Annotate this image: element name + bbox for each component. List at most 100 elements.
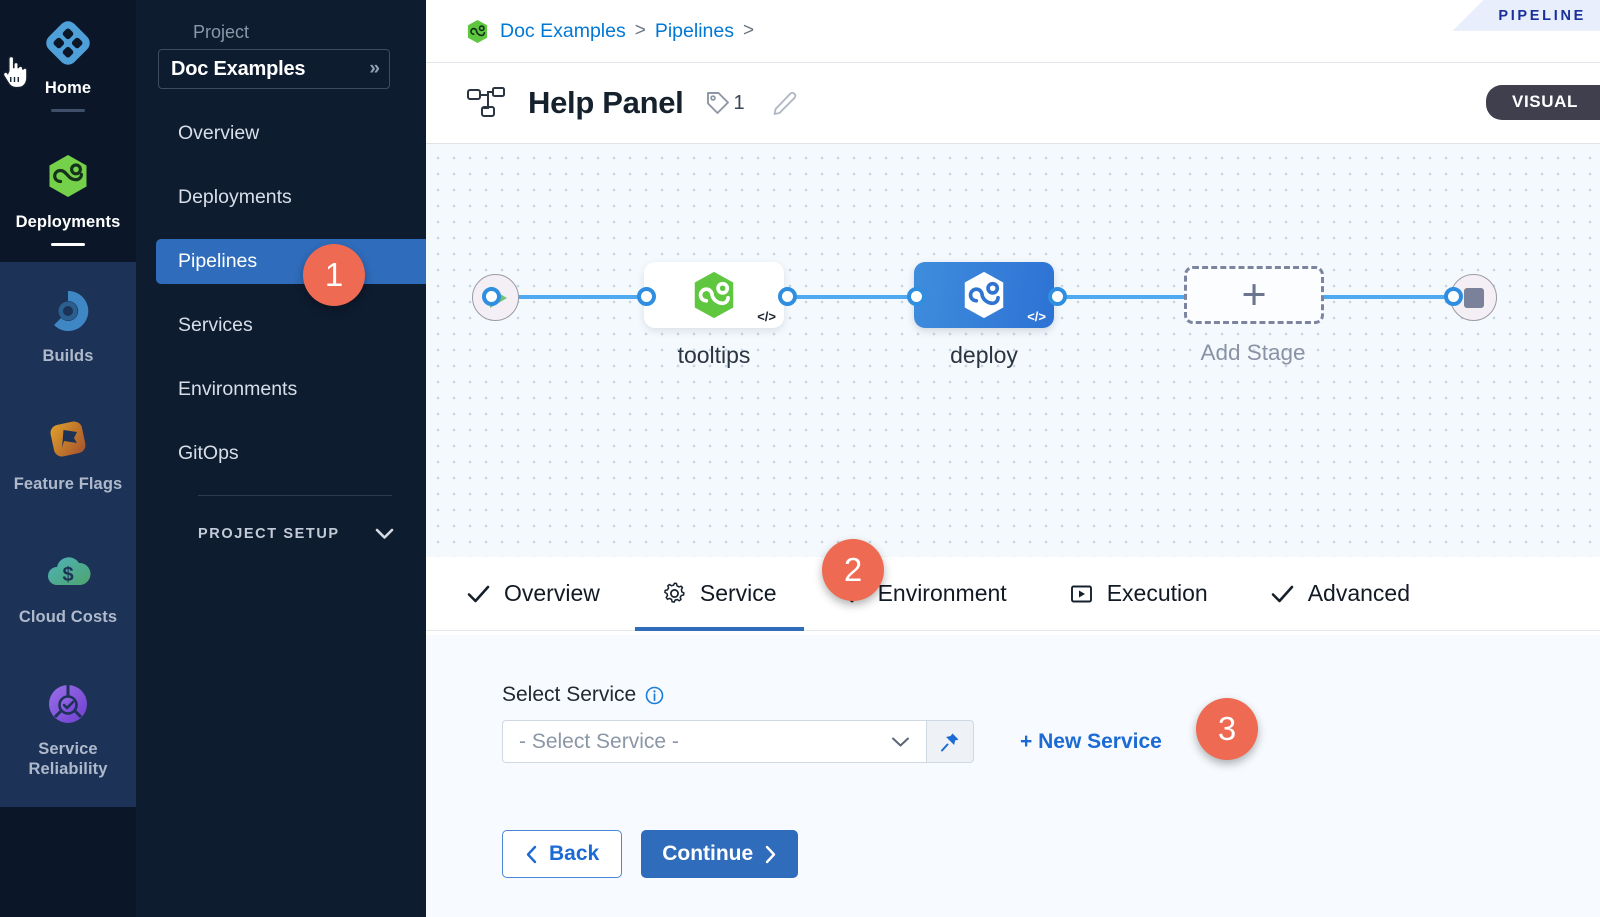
rail-item-service-reliability[interactable]: Service Reliability	[0, 652, 136, 807]
sidebar-project-setup[interactable]: PROJECT SETUP	[198, 526, 394, 542]
tag-badge[interactable]: 1	[704, 90, 745, 117]
rail-item-builds[interactable]: Builds	[0, 262, 136, 389]
breadcrumb-link-project[interactable]: Doc Examples	[500, 19, 626, 42]
tab-execution[interactable]: Execution	[1069, 557, 1208, 631]
continue-button[interactable]: Continue	[641, 830, 799, 878]
callout-badge-2: 2	[822, 539, 884, 601]
gear-icon	[664, 582, 685, 603]
stage-node-deploy[interactable]: </>	[914, 262, 1054, 328]
tab-label: Advanced	[1307, 580, 1411, 606]
page-header: Help Panel 1 VISUAL	[426, 62, 1600, 144]
tab-label: Execution	[1106, 580, 1208, 606]
rail-item-home[interactable]: Home	[0, 0, 136, 129]
pipeline-tab-label: PIPELINE	[1498, 7, 1586, 24]
chevron-down-icon	[892, 737, 909, 746]
tab-service[interactable]: Service	[634, 557, 804, 631]
add-stage-button[interactable]: +	[1184, 266, 1324, 324]
cloud-costs-icon: $	[48, 556, 91, 586]
pipeline-canvas[interactable]: </> tooltips </> deploy + Add Stage	[426, 144, 1600, 557]
breadcrumb-link-pipelines[interactable]: Pipelines	[654, 19, 734, 42]
breadcrumb: Doc Examples > Pipelines >	[426, 0, 1600, 62]
check-icon	[467, 585, 490, 602]
tab-label: Overview	[504, 580, 600, 606]
stage-code-badge: </>	[1027, 309, 1046, 324]
project-selector[interactable]: Doc Examples »	[158, 49, 390, 89]
back-button-label: Back	[549, 842, 600, 865]
sidebar-item-gitops[interactable]: GitOps	[136, 431, 426, 476]
sidebar-item-label: Overview	[178, 122, 260, 144]
harness-hexagon-white-icon	[964, 271, 1004, 319]
builds-icon	[54, 291, 89, 332]
sidebar-item-label: Services	[178, 314, 253, 336]
callout-badge-1: 1	[303, 244, 365, 306]
harness-hexagon-icon	[467, 19, 488, 43]
service-reliability-icon	[49, 684, 87, 723]
rail-active-underline	[51, 109, 85, 113]
svg-text:$: $	[62, 564, 73, 586]
wire-deploy-to-addstage	[1041, 295, 1196, 299]
tab-overview[interactable]: Overview	[466, 557, 600, 631]
rail-item-label: Cloud Costs	[18, 607, 118, 626]
add-stage-label: Add Stage	[1200, 340, 1306, 365]
main-content: Doc Examples > Pipelines > PIPELINE Help…	[426, 0, 1600, 917]
chevron-down-icon	[375, 528, 394, 539]
sidebar-item-environments[interactable]: Environments	[136, 367, 426, 412]
rail-item-label: Service Reliability	[28, 739, 108, 778]
sidebar-item-pipelines[interactable]: Pipelines	[156, 239, 426, 284]
page-title: Help Panel	[528, 85, 684, 120]
stage-label-deploy: deploy	[950, 342, 1018, 368]
pipeline-nodes-icon	[467, 87, 505, 117]
project-label: Project	[193, 22, 250, 42]
new-service-link[interactable]: + New Service	[1020, 729, 1162, 753]
sidebar-item-label: GitOps	[178, 442, 239, 464]
home-diamond-icon	[46, 21, 90, 65]
tab-label: Service	[699, 580, 777, 606]
rail-active-underline	[51, 243, 85, 247]
info-icon[interactable]	[645, 686, 664, 705]
harness-hexagon-green-icon	[694, 271, 734, 319]
rail-item-cloud-costs[interactable]: $ Cloud Costs	[0, 518, 136, 653]
pin-service-button[interactable]	[927, 720, 974, 763]
chevron-left-icon	[526, 845, 537, 863]
callout-number: 3	[1217, 710, 1237, 747]
rail-item-label: Home	[44, 79, 92, 97]
module-rail: Home Deployments Builds	[0, 0, 136, 917]
start-output-port[interactable]	[482, 287, 501, 306]
check-icon	[1271, 585, 1294, 602]
back-button[interactable]: Back	[502, 830, 623, 878]
sidebar-item-label: Environments	[178, 378, 298, 400]
service-dropdown-value: - Select Service -	[519, 729, 679, 753]
rail-item-feature-flags[interactable]: Feature Flags	[0, 388, 136, 519]
service-form: Select Service - Select Service -	[426, 635, 1600, 917]
sidebar-item-deployments[interactable]: Deployments	[136, 175, 426, 220]
stage-code-badge: </>	[757, 309, 776, 324]
deployments-infinity-icon	[49, 155, 87, 198]
sidebar-item-overview[interactable]: Overview	[136, 111, 426, 156]
pencil-icon[interactable]	[771, 90, 798, 117]
deploy-input-port[interactable]	[907, 287, 926, 306]
wire-start-to-tooltips	[500, 295, 690, 299]
select-service-label: Select Service	[502, 683, 637, 706]
rail-item-label: Feature Flags	[13, 475, 123, 494]
stage-node-tooltips[interactable]: </>	[644, 262, 784, 328]
rail-item-label: Builds	[42, 347, 94, 366]
service-dropdown[interactable]: - Select Service -	[502, 720, 927, 763]
project-sidebar: Project Doc Examples » Overview Deployme…	[136, 0, 426, 917]
tooltips-output-port[interactable]	[778, 287, 797, 306]
sidebar-divider	[198, 495, 392, 496]
visual-mode-badge[interactable]: VISUAL	[1486, 85, 1600, 120]
callout-badge-3: 3	[1196, 698, 1258, 760]
stage-tabbar: Overview Service Environment	[426, 557, 1600, 631]
pipeline-start-node[interactable]	[472, 274, 519, 321]
deploy-output-port[interactable]	[1048, 287, 1067, 306]
rail-item-deployments[interactable]: Deployments	[0, 128, 136, 263]
tab-advanced[interactable]: Advanced	[1270, 557, 1410, 631]
rail-item-label: Deployments	[15, 213, 121, 232]
pointing-hand-cursor-icon	[2, 55, 28, 89]
sidebar-item-label: Pipelines	[178, 250, 258, 272]
sidebar-item-services[interactable]: Services	[136, 303, 426, 348]
tooltips-input-port[interactable]	[637, 287, 656, 306]
stage-label-tooltips: tooltips	[677, 342, 751, 368]
end-input-port[interactable]	[1444, 287, 1463, 306]
sidebar-nav: Overview Deployments Pipelines Services …	[136, 111, 426, 476]
